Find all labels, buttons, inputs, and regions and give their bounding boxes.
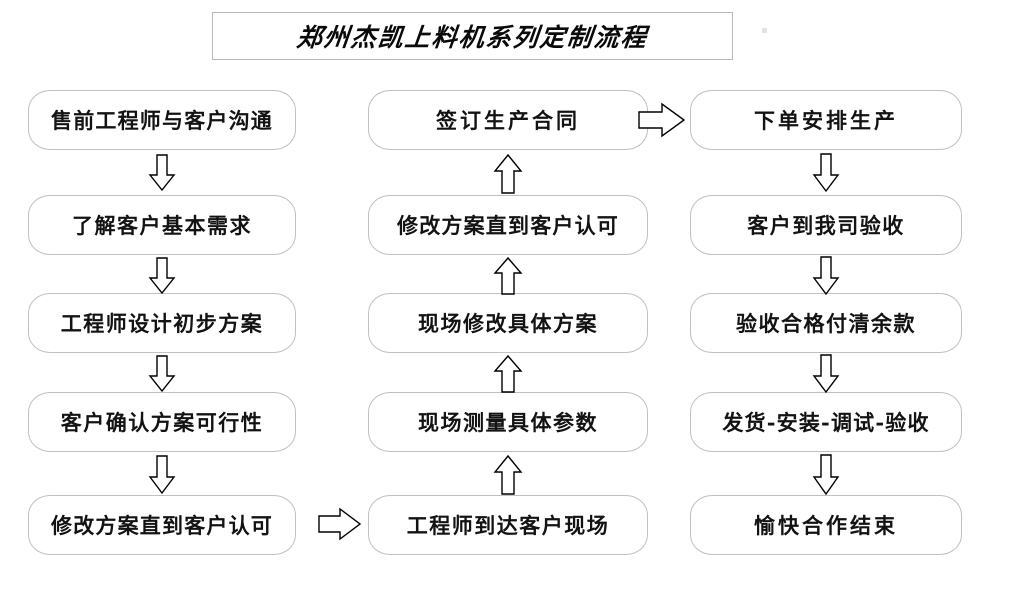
chart-title-box: 郑州杰凯上料机系列定制流程 [212, 12, 733, 60]
node-label: 现场修改具体方案 [418, 310, 598, 336]
node-label: 愉快合作结束 [754, 512, 898, 538]
node-c1-r5[interactable]: 修改方案直到客户认可 [28, 495, 296, 555]
arrow-down-c1-1 [146, 154, 178, 192]
node-c1-r2[interactable]: 了解客户基本需求 [28, 195, 296, 255]
arrow-down-c1-2 [146, 257, 178, 295]
node-label: 签订生产合同 [436, 107, 580, 133]
arrow-up-c2-2 [492, 256, 524, 295]
node-c1-r4[interactable]: 客户确认方案可行性 [28, 392, 296, 452]
node-label: 验收合格付清余款 [736, 310, 916, 336]
node-label: 修改方案直到客户认可 [51, 512, 273, 538]
node-label: 修改方案直到客户认可 [397, 212, 619, 238]
node-c3-r1[interactable]: 下单安排生产 [690, 90, 962, 150]
node-c3-r5[interactable]: 愉快合作结束 [690, 495, 962, 555]
node-c3-r2[interactable]: 客户到我司验收 [690, 195, 962, 255]
node-label: 售前工程师与客户沟通 [51, 107, 273, 133]
arrow-right-top-bridge [638, 100, 686, 140]
node-c3-r3[interactable]: 验收合格付清余款 [690, 293, 962, 353]
arrow-up-c2-4 [492, 454, 524, 495]
node-label: 客户到我司验收 [747, 212, 905, 238]
arrow-down-c3-1 [810, 153, 842, 193]
arrow-right-bottom-bridge [318, 505, 362, 543]
node-label: 发货-安装-调试-验收 [722, 409, 930, 435]
node-c2-r1[interactable]: 签订生产合同 [368, 90, 648, 150]
node-c2-r3[interactable]: 现场修改具体方案 [368, 293, 648, 353]
node-c2-r2[interactable]: 修改方案直到客户认可 [368, 195, 648, 255]
arrow-down-c3-2 [810, 256, 842, 296]
node-c3-r4[interactable]: 发货-安装-调试-验收 [690, 392, 962, 452]
node-label: 工程师设计初步方案 [60, 310, 264, 336]
node-label: 下单安排生产 [754, 107, 898, 133]
arrow-down-c3-3 [810, 354, 842, 394]
node-label: 现场测量具体参数 [418, 409, 598, 435]
node-label: 了解客户基本需求 [72, 212, 252, 238]
arrow-down-c1-4 [146, 455, 178, 495]
node-c2-r5[interactable]: 工程师到达客户现场 [368, 495, 648, 555]
arrow-up-c2-1 [492, 153, 524, 194]
chart-title-text: 郑州杰凯上料机系列定制流程 [295, 23, 650, 52]
arrow-down-c1-3 [146, 355, 178, 393]
node-c1-r1[interactable]: 售前工程师与客户沟通 [28, 90, 296, 150]
arrow-down-c3-4 [810, 454, 842, 496]
arrow-up-c2-3 [492, 354, 524, 393]
node-label: 客户确认方案可行性 [60, 409, 264, 435]
node-label: 工程师到达客户现场 [406, 512, 610, 538]
image-artifact-dot [762, 28, 767, 33]
node-c2-r4[interactable]: 现场测量具体参数 [368, 392, 648, 452]
node-c1-r3[interactable]: 工程师设计初步方案 [28, 293, 296, 353]
